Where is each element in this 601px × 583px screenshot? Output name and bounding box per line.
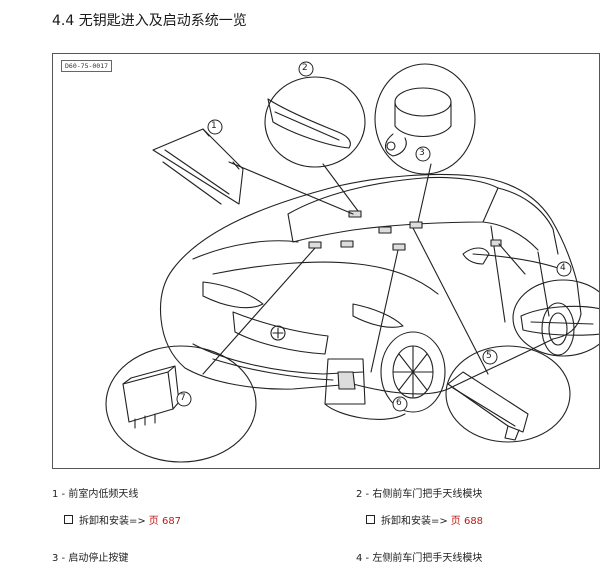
- item-1-page-link[interactable]: 页 687: [149, 512, 181, 527]
- item-3-label: 3 - 启动停止按键: [52, 553, 129, 564]
- item-2-action-text: 拆卸和安装=>: [381, 516, 448, 527]
- callout-3: 3: [419, 148, 425, 158]
- item-1-action: 拆卸和安装=> 页 687: [64, 512, 181, 527]
- item-2-label: 2 - 右侧前车门把手天线模块: [356, 489, 483, 500]
- checkbox-icon: [366, 515, 375, 524]
- item-2-page-link[interactable]: 页 688: [451, 512, 483, 527]
- item-1-action-text: 拆卸和安装=>: [79, 516, 146, 527]
- callout-7: 7: [180, 393, 186, 403]
- keyless-system-illustration: D60-75-0017 1 2 3 4 5 6 7: [52, 53, 600, 469]
- car-line-drawing: [105, 61, 599, 463]
- callout-4: 4: [560, 263, 566, 273]
- figure-code: D60-75-0017: [61, 60, 113, 72]
- callout-6: 6: [396, 398, 402, 408]
- callout-1: 1: [211, 121, 217, 131]
- item-1-page-number: 687: [161, 516, 182, 527]
- item-2-action: 拆卸和安装=> 页 688: [366, 512, 483, 527]
- checkbox-icon: [64, 515, 73, 524]
- callout-5: 5: [486, 351, 492, 361]
- item-2-page-number: 688: [463, 516, 484, 527]
- callout-2: 2: [302, 63, 308, 73]
- item-4-label: 4 - 左侧前车门把手天线模块: [356, 553, 483, 564]
- page-title: 4.4 无钥匙进入及启动系统一览: [52, 13, 247, 29]
- item-1-page-prefix: 页: [148, 516, 159, 527]
- item-2-page-prefix: 页: [450, 516, 461, 527]
- item-1-label: 1 - 前室内低频天线: [52, 489, 139, 500]
